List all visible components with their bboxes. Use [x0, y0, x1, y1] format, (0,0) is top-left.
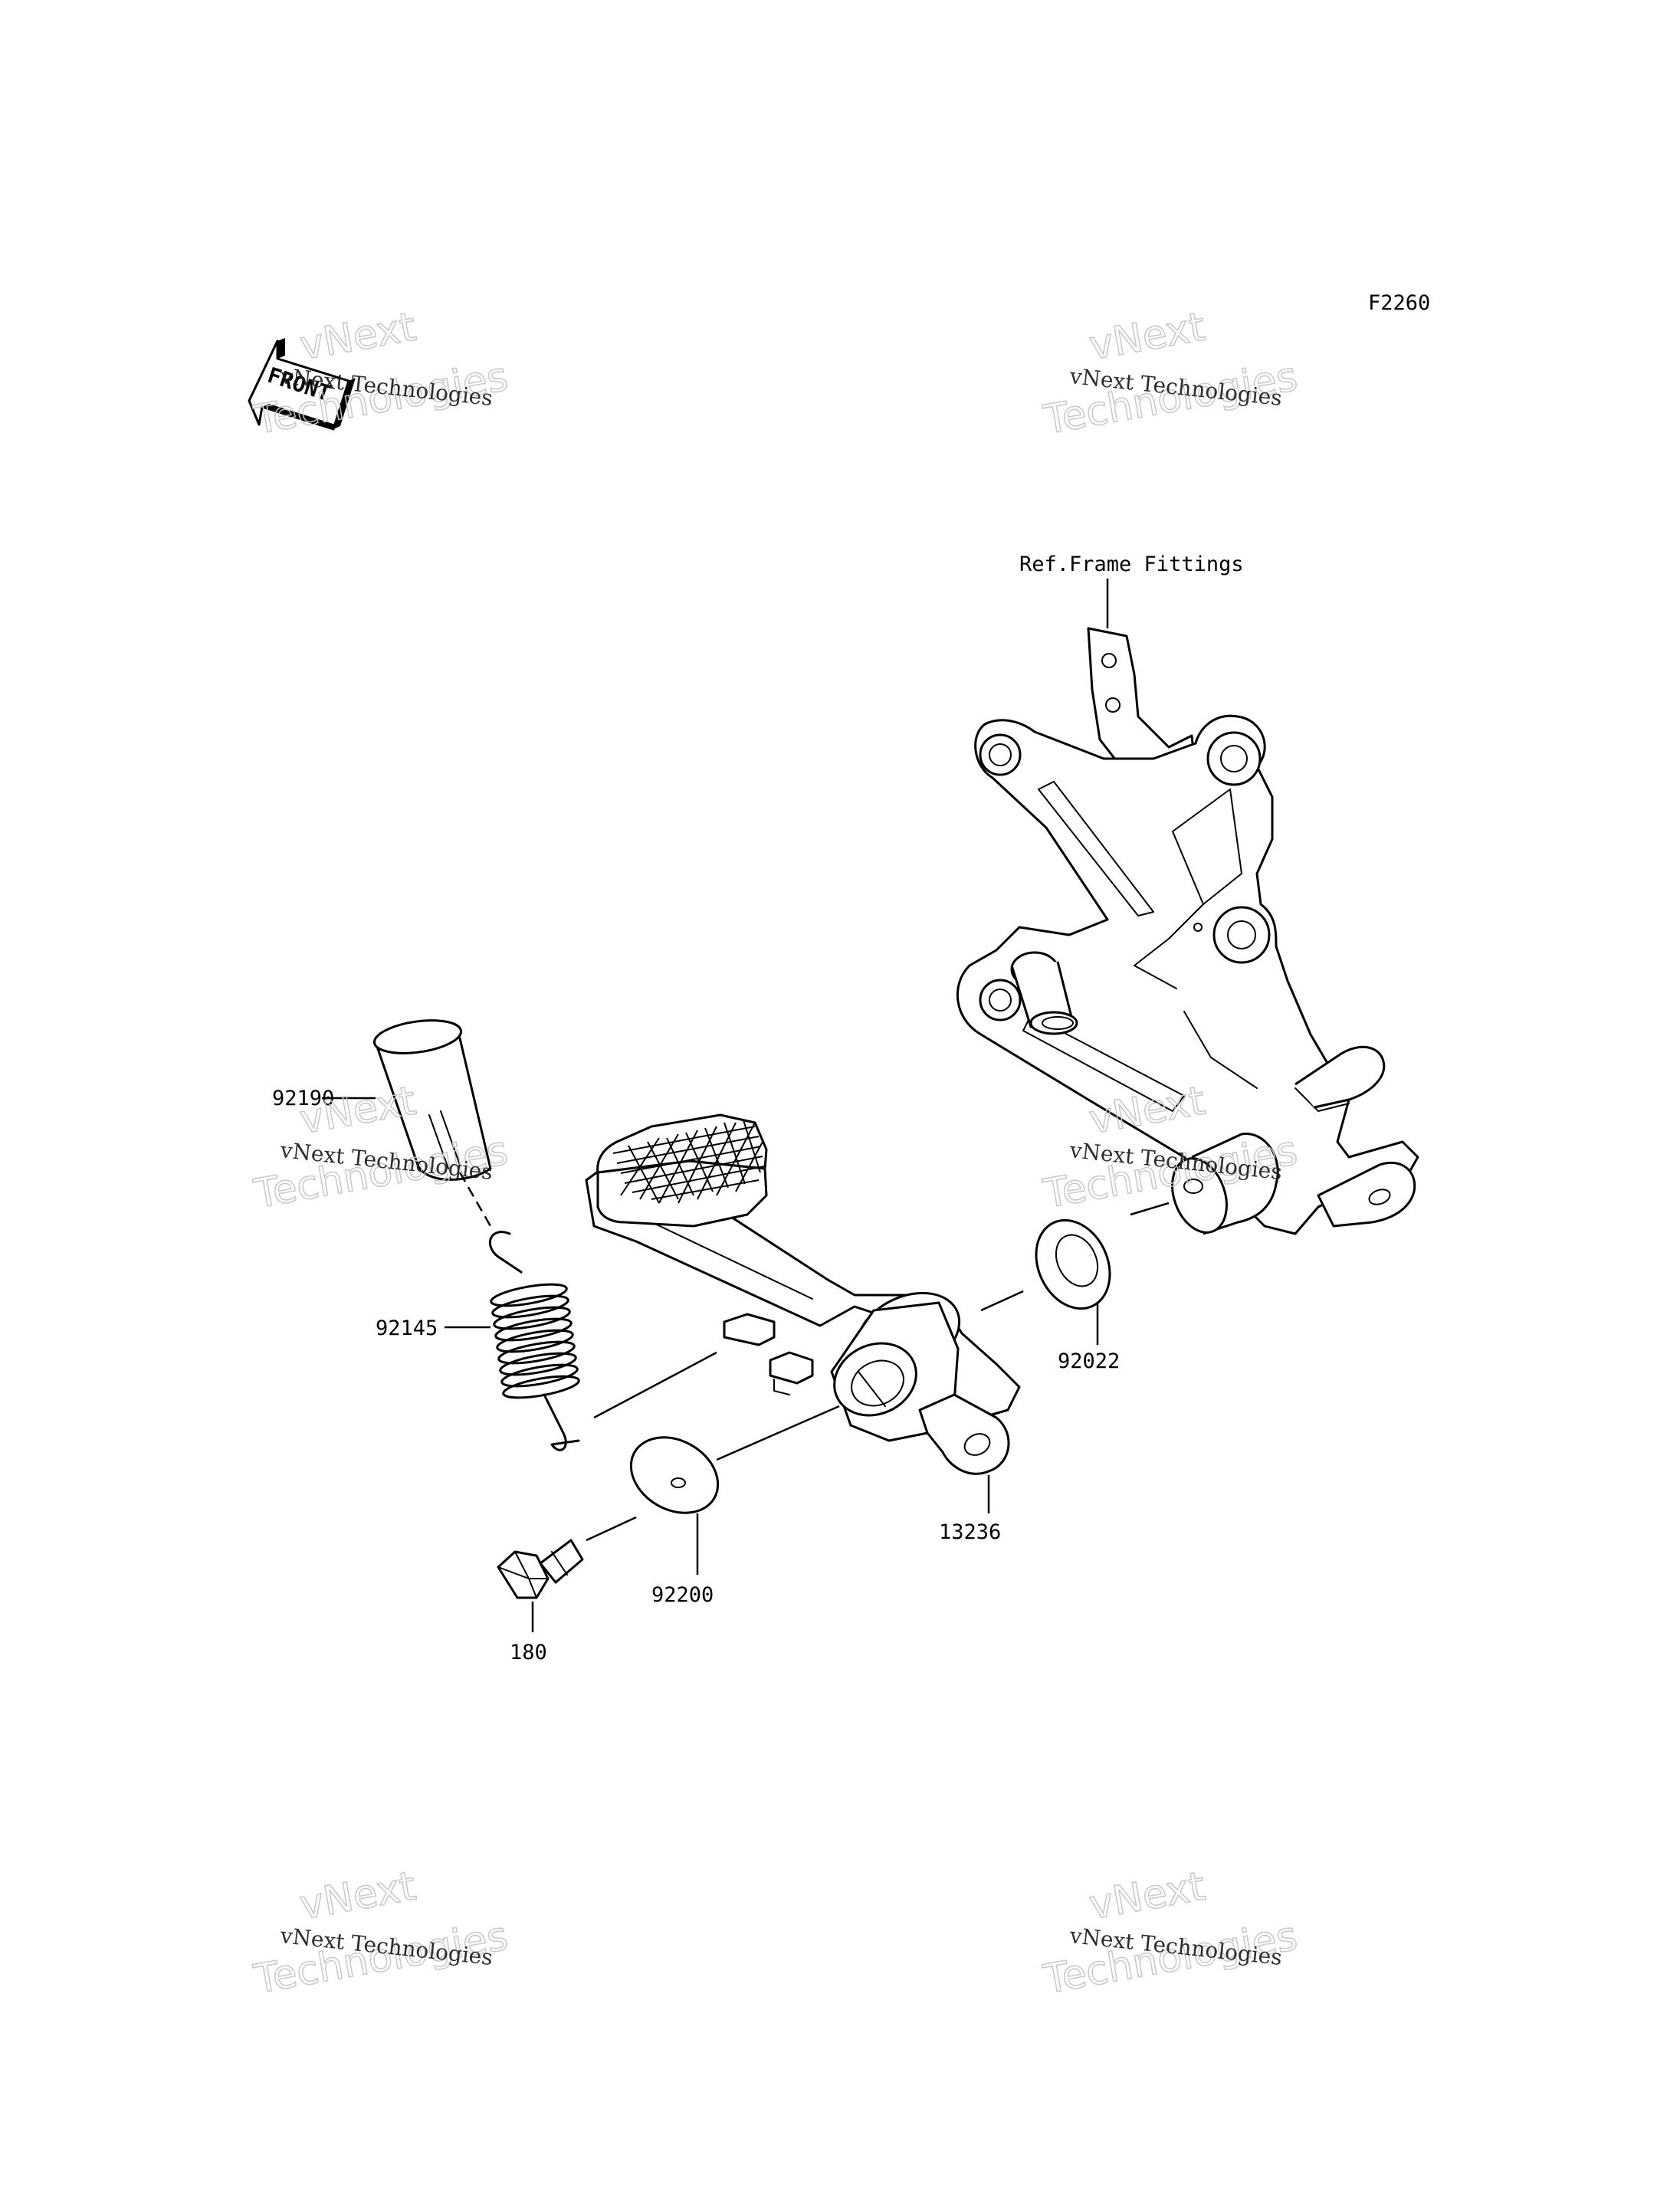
part-label-13236: 13236: [939, 1520, 1001, 1544]
brake-pedal-13236: [585, 1113, 1021, 1475]
front-arrow-icon: FRONT: [248, 338, 356, 431]
figure-id: F2260: [1368, 291, 1430, 315]
part-label-92190: 92190: [272, 1087, 334, 1110]
part-label-92022: 92022: [1058, 1349, 1120, 1373]
svg-text:vNext: vNext: [297, 1864, 419, 1929]
part-label-92200: 92200: [651, 1583, 714, 1607]
part-label-92145: 92145: [376, 1317, 438, 1340]
spring-92145: [488, 1231, 580, 1451]
washer-92200: [629, 1436, 720, 1514]
ref-frame-label: Ref.Frame Fittings: [1019, 553, 1244, 576]
svg-text:vNext: vNext: [297, 304, 419, 369]
cover-92190: [372, 1019, 492, 1181]
bolt-180: [497, 1539, 584, 1599]
washer-92022: [1035, 1218, 1111, 1310]
part-label-180: 180: [510, 1641, 547, 1664]
svg-text:vNext: vNext: [1086, 1864, 1209, 1929]
frame-bracket: [956, 627, 1419, 1235]
svg-text:vNext: vNext: [1086, 304, 1209, 369]
